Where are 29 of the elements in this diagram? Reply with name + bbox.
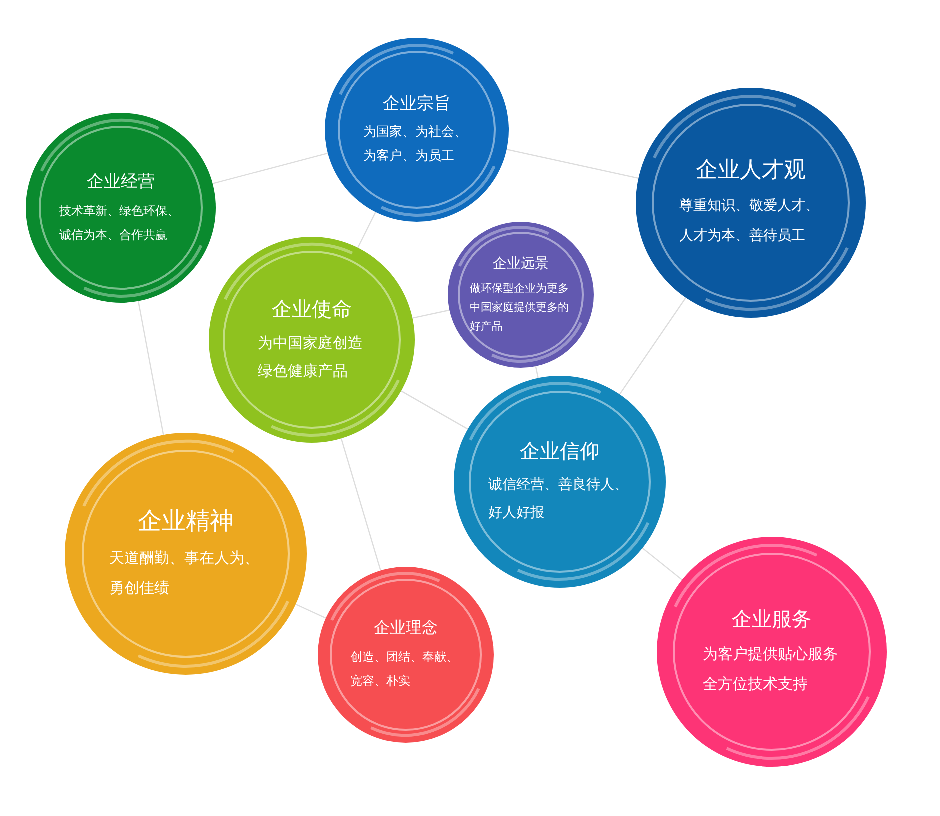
node-description: 诚信经营、善良待人、好人好报: [488, 476, 630, 522]
connector-line: [642, 548, 683, 581]
node-title: 企业信仰: [520, 438, 600, 464]
connector-line: [535, 366, 539, 378]
node-title: 企业宗旨: [383, 92, 451, 114]
node-title: 企业远景: [493, 254, 549, 272]
node-title: 企业理念: [374, 618, 438, 638]
node-description: 为国家、为社会、为客户、为员工: [364, 124, 468, 166]
connector-line: [138, 301, 164, 436]
connector-line: [619, 298, 687, 395]
node-title: 企业服务: [732, 606, 812, 632]
connector-line: [358, 212, 376, 248]
node-title: 企业使命: [272, 296, 352, 322]
node-description: 天道酬勤、事在人为、勇创佳绩: [110, 548, 260, 599]
node-title: 企业精神: [138, 506, 234, 537]
node-description: 为客户提供贴心服务全方位技术支持: [703, 644, 839, 694]
node-description: 创造、团结、奉献、宽容、朴实: [350, 648, 460, 690]
connector-line: [212, 152, 328, 184]
node-description: 尊重知识、敬爱人才、人才为本、善待员工: [680, 197, 820, 246]
node-title: 企业经营: [87, 170, 155, 192]
connector-line: [340, 438, 382, 571]
node-description: 做环保型企业为更多中国家庭提供更多的好产品: [470, 280, 570, 334]
connector-line: [506, 149, 639, 180]
connector-line: [401, 390, 468, 430]
node-description: 技术革新、绿色环保、诚信为本、合作共赢: [60, 202, 180, 244]
node-title: 企业人才观: [696, 157, 806, 185]
connector-line: [296, 604, 326, 619]
node-description: 为中国家庭创造绿色健康产品: [258, 332, 364, 382]
connector-line: [412, 310, 450, 319]
